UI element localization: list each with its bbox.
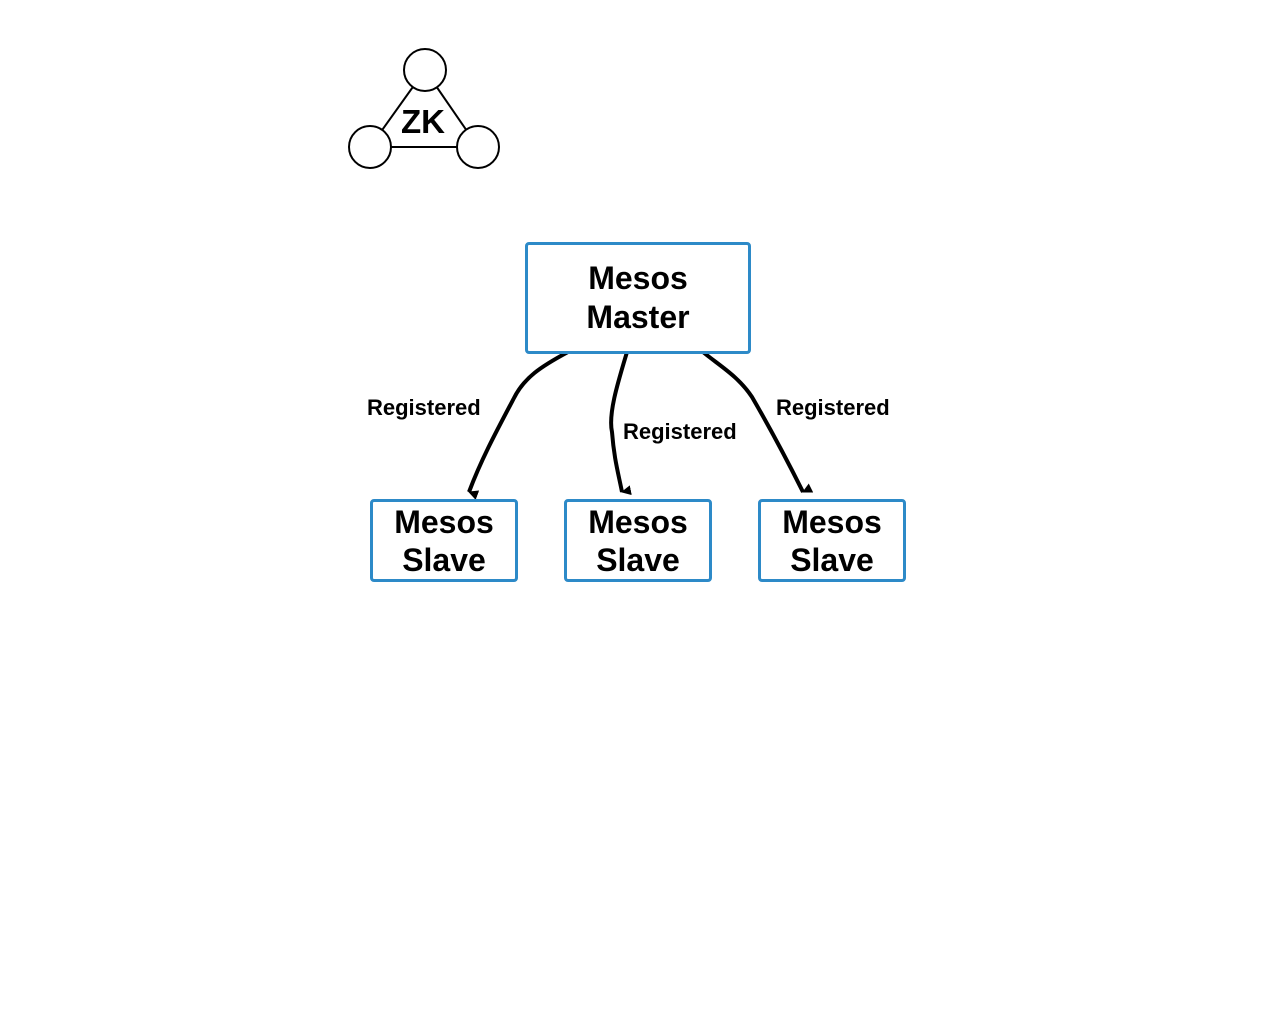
zookeeper-ensemble: ZK [348, 48, 500, 169]
mesos-slave-2-line2: Slave [596, 541, 680, 578]
edge-label-3: Registered [776, 395, 890, 420]
zk-node-right [456, 125, 500, 169]
mesos-slave-box-2: Mesos Slave [564, 499, 712, 582]
zk-label: ZK [401, 103, 445, 140]
edge-arrow-3 [701, 350, 814, 493]
mesos-slave-1-line1: Mesos [394, 503, 494, 540]
edge-label-2: Registered [623, 419, 737, 444]
zk-node-left [348, 125, 392, 169]
mesos-slave-2-line1: Mesos [588, 503, 688, 540]
mesos-master-line2: Master [586, 299, 690, 335]
mesos-slave-3-line1: Mesos [782, 503, 882, 540]
mesos-slave-1-line2: Slave [402, 541, 486, 578]
mesos-slave-box-1: Mesos Slave [370, 499, 518, 582]
edge-label-1: Registered [367, 395, 481, 420]
zk-node-top [403, 48, 447, 92]
mesos-slave-box-3: Mesos Slave [758, 499, 906, 582]
mesos-slave-3-line2: Slave [790, 541, 874, 578]
edge-arrow-1 [467, 350, 569, 500]
mesos-master-line1: Mesos [588, 260, 688, 296]
mesos-master-box: Mesos Master [525, 242, 751, 354]
edge-arrow-2 [609, 351, 632, 496]
